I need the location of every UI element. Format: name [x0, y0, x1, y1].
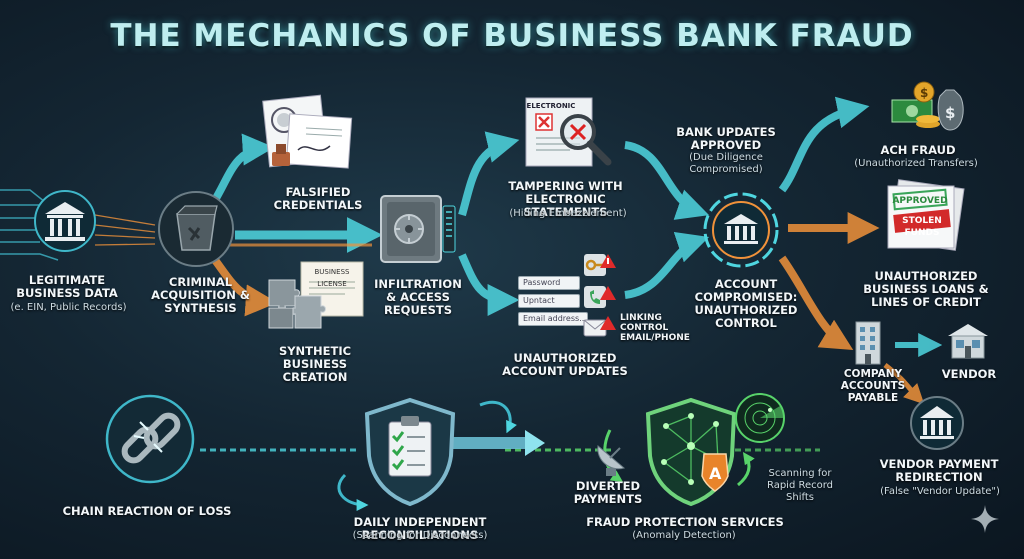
tampering-label: TAMPERING WITH ELECTRONIC STATEMENTS — [508, 179, 623, 219]
credentials-icon — [258, 92, 358, 176]
reconcile-label: DAILY INDEPENDENT RECONCILIATIONS — [353, 515, 487, 542]
electronic-tag: ELECTRONIC — [526, 102, 576, 110]
synthetic-label: SYNTHETIC BUSINESS CREATION — [278, 344, 352, 384]
criminal-label: CRIMINAL ACQUISITION & SYNTHESIS — [151, 275, 250, 315]
svg-text:A: A — [709, 464, 722, 483]
network-shield-icon: A — [636, 396, 746, 508]
scan-text: Scanning for Rapid Record Shifts — [766, 468, 834, 503]
money-bag-icon: $ $ — [888, 78, 968, 134]
bank-updates-sub: (Due Diligence Compromised) — [689, 152, 763, 175]
criminal-box-icon — [155, 190, 237, 268]
svg-text:$: $ — [920, 86, 928, 100]
unauth-updates-label: UNAUTHORIZED ACCOUNT UPDATES — [502, 351, 628, 378]
satellite-dish-icon — [592, 438, 632, 478]
shield-checklist-icon — [355, 396, 465, 508]
reconcile-sub: (Scanning for Disconnects) — [352, 530, 488, 541]
payable-label: COMPANY ACCOUNTS PAYABLE — [840, 368, 906, 404]
office-building-icon — [850, 318, 890, 366]
business-license-icon — [265, 258, 370, 333]
password-field: Password — [518, 276, 580, 290]
vendor-label: VENDOR — [941, 367, 997, 381]
vault-icon — [375, 190, 460, 268]
svg-text:$: $ — [945, 104, 955, 122]
email-field: Email address... — [518, 312, 588, 326]
legit-label: LEGITIMATE BUSINESS DATA — [16, 273, 118, 300]
bank-building-icon — [32, 190, 98, 252]
tampering-sub: (Hiding Embezzlement) — [509, 208, 627, 219]
fraud-services-label: FRAUD PROTECTION SERVICES — [586, 515, 784, 529]
redirect-bank-icon — [908, 394, 966, 452]
broken-chain-icon — [100, 392, 200, 487]
loans-label: UNAUTHORIZED BUSINESS LOANS & LINES OF C… — [863, 269, 989, 309]
vendor-redirect-label: VENDOR PAYMENT REDIRECTION — [879, 457, 999, 484]
loan-documents-icon — [880, 178, 972, 258]
legit-sub: (e. EIN, Public Records) — [10, 302, 127, 313]
contact-field: Upntact — [518, 294, 580, 308]
compromised-bank-icon — [700, 190, 782, 270]
bank-updates-label: BANK UPDATES APPROVED — [676, 125, 776, 152]
license-tag: BUSINESS LICENSE — [314, 268, 350, 288]
statement-magnifier-icon — [520, 92, 620, 172]
sparkle-icon — [970, 504, 1000, 534]
radar-icon — [734, 392, 786, 444]
stolen-funds-stamp: STOLEN FUNDS — [902, 216, 942, 238]
fraud-services-sub: (Anomaly Detection) — [632, 530, 736, 541]
diagram-title: THE MECHANICS OF BUSINESS BANK FRAUD — [110, 18, 914, 54]
ach-sub: (Unauthorized Transfers) — [854, 158, 978, 169]
infiltration-label: INFILTRATION & ACCESS REQUESTS — [374, 277, 462, 317]
ach-label: ACH FRAUD — [880, 143, 956, 157]
vendor-building-icon — [944, 320, 992, 360]
diverted-label: DIVERTED PAYMENTS — [573, 479, 643, 506]
vendor-redirect-sub: (False "Vendor Update") — [880, 486, 1000, 497]
compromised-label: ACCOUNT COMPROMISED: UNAUTHORIZED CONTRO… — [694, 277, 798, 330]
approved-stamp: APPROVED — [892, 196, 948, 206]
falsified-label: FALSIFIED CREDENTIALS — [273, 185, 363, 212]
key-phone-mail-icons — [582, 252, 622, 344]
linking-label: LINKING CONTROL EMAIL/PHONE — [620, 313, 690, 343]
chain-label: CHAIN REACTION OF LOSS — [62, 504, 232, 518]
